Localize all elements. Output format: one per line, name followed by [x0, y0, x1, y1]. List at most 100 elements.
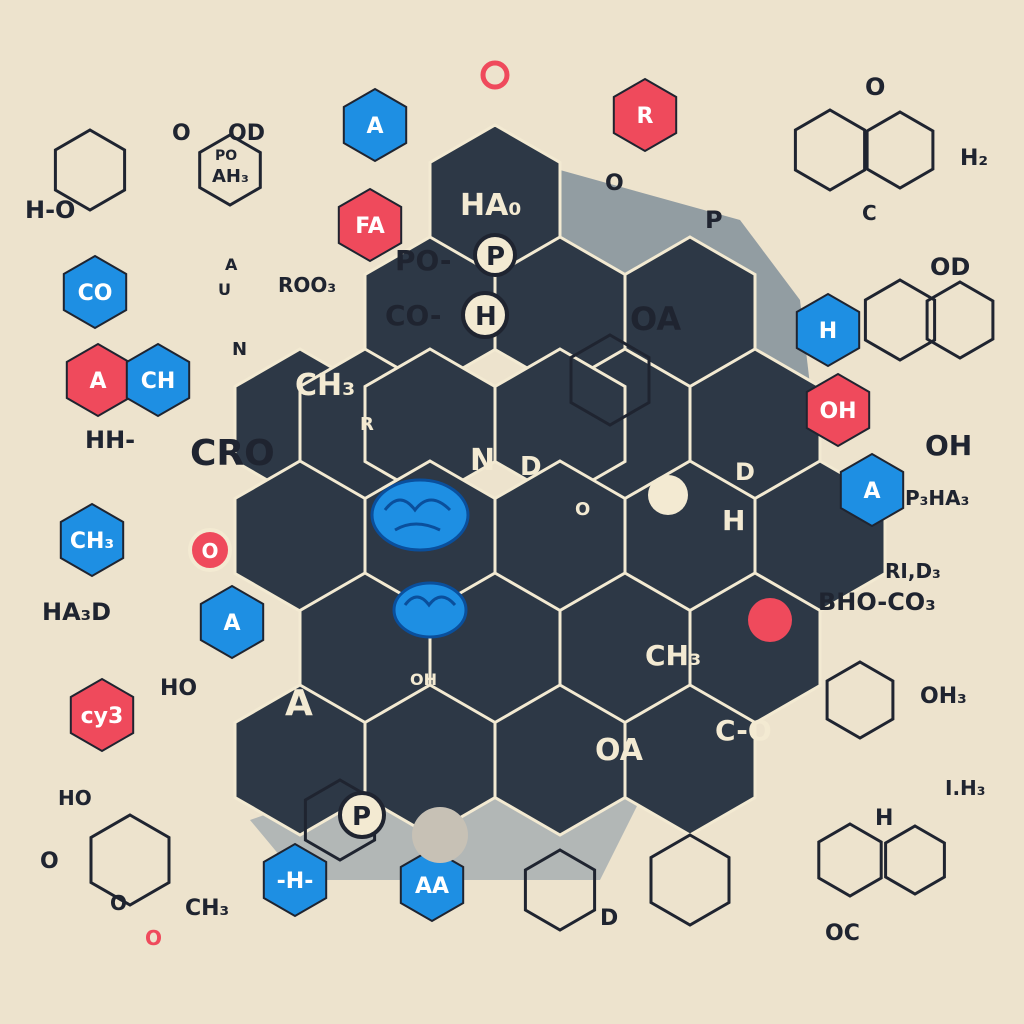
- outer-po-top-left: PO: [215, 148, 237, 164]
- hexagon-shape: [125, 342, 191, 418]
- label-co: CO-: [385, 299, 442, 332]
- label-n: N: [470, 443, 495, 478]
- hex-badge-red-r-top: R: [612, 77, 678, 153]
- label-oa-top: OA: [630, 300, 681, 338]
- hex-badge-label: CO: [78, 281, 113, 306]
- outer-od-top-left: OD: [228, 121, 265, 146]
- hexagon-shape: [342, 87, 408, 163]
- hexagon-shape: [69, 677, 135, 753]
- outer-ih3: I.H₃: [945, 776, 986, 800]
- hexagon-shape: [795, 292, 861, 368]
- ring-outline: [925, 280, 995, 360]
- ring-outline: [89, 813, 171, 907]
- label-a-low: A: [285, 683, 313, 724]
- hexagon-shape: [59, 502, 125, 578]
- outer-hh: HH-: [85, 426, 135, 454]
- ring-outline: [793, 108, 867, 192]
- outer-n-left: N: [232, 339, 247, 360]
- hex-badge-label: cy3: [81, 704, 124, 729]
- label-o-small: O: [575, 499, 590, 520]
- ring-outline: [198, 133, 262, 207]
- hexagon-shape: [337, 187, 403, 263]
- hex-badge-red-fa: FA: [337, 187, 403, 263]
- ring-outline: [884, 824, 946, 896]
- label-oh-small: OH: [410, 670, 437, 689]
- outer-ah3: AH₃: [212, 166, 249, 187]
- ring-outline: [569, 333, 651, 427]
- outer-oc: OC: [825, 921, 860, 946]
- hex-badge-blue-co: CO: [62, 254, 128, 330]
- outer-h2: H₂: [960, 146, 988, 171]
- label-oa: OA: [595, 733, 644, 768]
- p-atom-circle: [473, 233, 517, 277]
- outer-o-bl1: O: [40, 849, 59, 874]
- hexagon-shape: [62, 254, 128, 330]
- outer-o-top: O: [605, 171, 624, 196]
- outer-roo3: ROO₃: [278, 273, 336, 297]
- hex-badge-label: A: [366, 114, 383, 139]
- label-h-circle: H: [475, 302, 497, 332]
- hex-badge-blue-a-right: A: [839, 452, 905, 528]
- brain-icon: [392, 581, 468, 639]
- hex-badge-red-cy3: cy3: [69, 677, 135, 753]
- label-r: R: [360, 414, 374, 435]
- red-oxygen-blob: [748, 598, 792, 642]
- ring-outline: [523, 848, 597, 932]
- outer-ho-mid-left: HO: [160, 676, 197, 701]
- hex-badge-label: A: [89, 369, 106, 394]
- outer-oh-right: OH: [925, 429, 972, 462]
- hex-badge-red-a: A: [65, 342, 131, 418]
- hexagon-shape: [262, 842, 328, 918]
- hex-badge-blue-ch: CH: [125, 342, 191, 418]
- outer-p-top-right: P: [705, 206, 723, 234]
- hex-badge-blue-a-left: A: [199, 584, 265, 660]
- ring-outline: [649, 833, 731, 927]
- hexagon-shape: [199, 584, 265, 660]
- hex-badge-label: FA: [355, 214, 385, 239]
- outer-o-top-right: O: [865, 73, 885, 101]
- outer-h-bottom-right: H: [875, 806, 893, 831]
- outer-u-left: U: [218, 280, 231, 299]
- dark-hex-cluster: [233, 123, 887, 837]
- outer-ch3-bl: CH₃: [185, 896, 229, 921]
- atom-dot: [648, 475, 688, 515]
- label-p-bottom: P: [352, 802, 371, 832]
- brain-icon: [370, 478, 470, 552]
- hexagon-shape: [399, 847, 465, 923]
- ring-outline: [825, 660, 895, 740]
- outer-o-bl3: O: [145, 926, 162, 950]
- hexagon-shape: [805, 372, 871, 448]
- label-ha: HA₀: [460, 188, 521, 223]
- outer-bho-co3: BHO-CO₃: [818, 588, 936, 616]
- ring-outline: [53, 128, 127, 212]
- h-atom-circle: [461, 291, 509, 339]
- hex-badge-label: CH₃: [70, 529, 114, 554]
- outer-ho-left: H-O: [25, 196, 75, 224]
- ring-outline: [865, 110, 935, 190]
- label-ch3-right: CH₃: [645, 639, 701, 672]
- ring-outline: [863, 278, 937, 362]
- label-d-right: D: [735, 458, 755, 486]
- hex-badge-label: AA: [415, 874, 449, 899]
- outer-ha3d: HA₃D: [42, 598, 111, 626]
- red-o-label: O: [201, 539, 218, 563]
- outer-cro: CRO: [190, 433, 275, 474]
- outer-c-top-right: C: [862, 201, 877, 225]
- hex-badge-blue-h-bottom: -H-: [262, 842, 328, 918]
- outer-p3ha3: P₃HA₃: [905, 486, 969, 510]
- hex-badge-label: A: [863, 479, 880, 504]
- hatched-circle: [412, 807, 468, 863]
- hex-badge-label: R: [637, 104, 654, 129]
- hexagon-shape: [612, 77, 678, 153]
- outer-o-top-left: O: [172, 121, 191, 146]
- label-h-right: H: [722, 504, 745, 537]
- outer-od-right: OD: [930, 253, 970, 281]
- hexagon-shape: [839, 452, 905, 528]
- hex-badge-label: CH: [141, 369, 176, 394]
- hex-badge-blue-ch3: CH₃: [59, 502, 125, 578]
- hex-badge-label: A: [223, 611, 240, 636]
- outer-oh3: OH₃: [920, 684, 967, 709]
